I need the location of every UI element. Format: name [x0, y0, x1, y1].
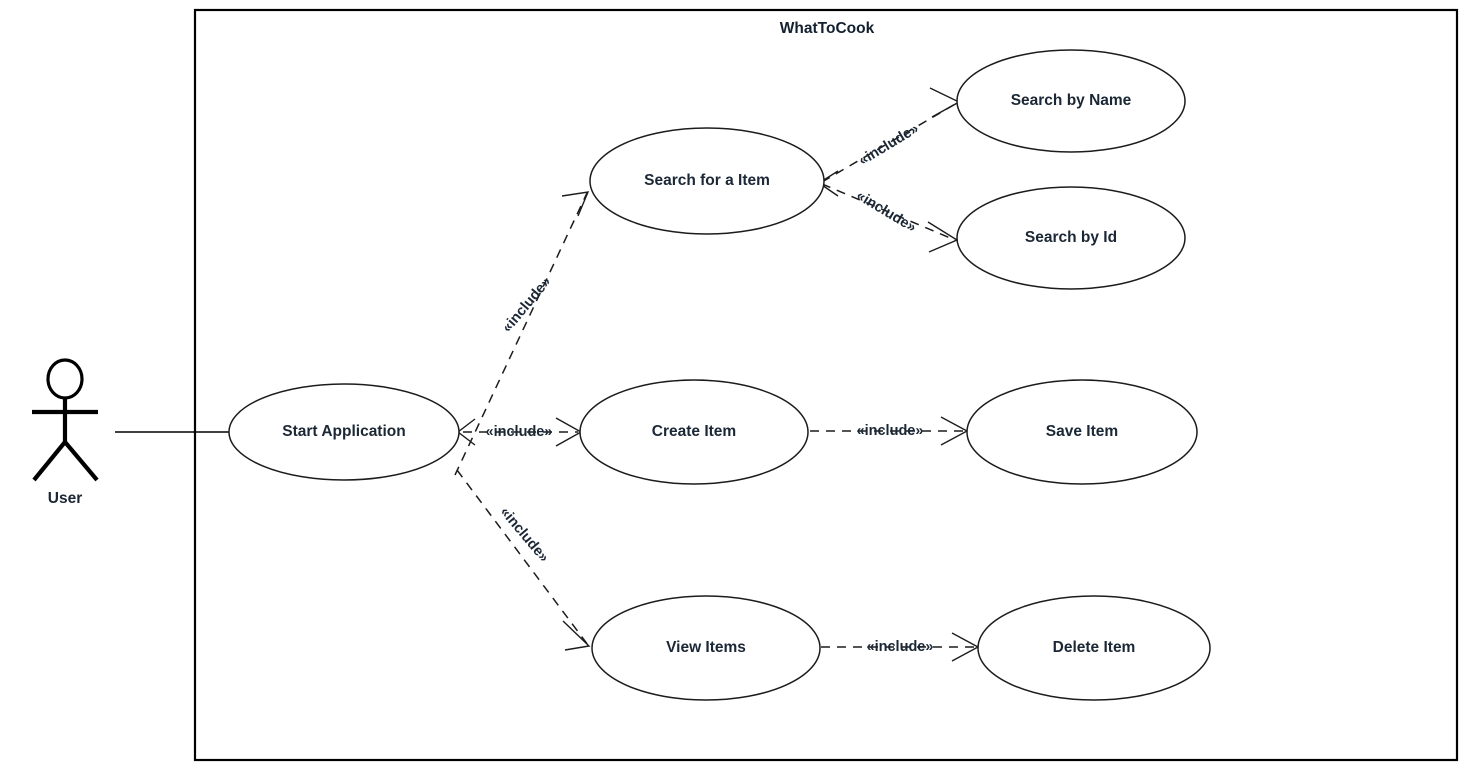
use-case-start-application[interactable]: Start Application [228, 383, 460, 481]
use-case-search-by-id[interactable]: Search by Id [956, 186, 1186, 290]
use-case-ellipse-shape [591, 595, 821, 701]
use-case-search-by-name[interactable]: Search by Name [956, 49, 1186, 153]
include-label-create-save: «include» [857, 423, 924, 439]
include-arrowhead-start-search [561, 191, 590, 217]
use-case-search-for-a-item[interactable]: Search for a Item [589, 127, 825, 235]
use-case-ellipse-shape [966, 379, 1198, 485]
system-boundary-rect [193, 8, 1459, 762]
use-case-ellipse-shape [956, 49, 1186, 153]
actor-label-user: User [48, 490, 82, 507]
use-case-delete-item[interactable]: Delete Item [977, 595, 1211, 701]
use-case-ellipse-shape [956, 186, 1186, 290]
include-line-search-id [821, 183, 956, 241]
include-arrowhead-start-view [562, 620, 591, 651]
include-label-view-delete: «include» [867, 639, 934, 655]
use-case-label-start-application: Start Application [282, 423, 405, 440]
use-case-save-item[interactable]: Save Item [966, 379, 1198, 485]
use-case-view-items[interactable]: View Items [591, 595, 821, 701]
use-case-label-create-item: Create Item [652, 423, 736, 440]
use-case-ellipse-shape [579, 379, 809, 485]
actor-head-icon [46, 358, 84, 400]
use-case-ellipse-shape [589, 127, 825, 235]
use-case-label-search-for-a-item: Search for a Item [644, 172, 770, 189]
use-case-ellipse-shape [977, 595, 1211, 701]
use-case-label-search-by-name: Search by Name [1011, 92, 1132, 109]
use-case-create-item[interactable]: Create Item [579, 379, 809, 485]
use-case-label-delete-item: Delete Item [1053, 639, 1136, 656]
use-case-label-search-by-id: Search by Id [1025, 229, 1117, 246]
system-boundary-title: WhatToCook [780, 20, 875, 37]
include-line-start-view [456, 469, 589, 646]
include-line-start-search [454, 192, 588, 476]
use-case-ellipse-shape [228, 383, 460, 481]
actor-right-leg-line [63, 440, 99, 482]
actor-left-leg-line [32, 440, 67, 482]
use-case-label-view-items: View Items [666, 639, 746, 656]
include-label-start-create: «include» [486, 424, 553, 440]
actor-user[interactable]: User [32, 358, 99, 507]
use-case-label-save-item: Save Item [1046, 423, 1118, 440]
